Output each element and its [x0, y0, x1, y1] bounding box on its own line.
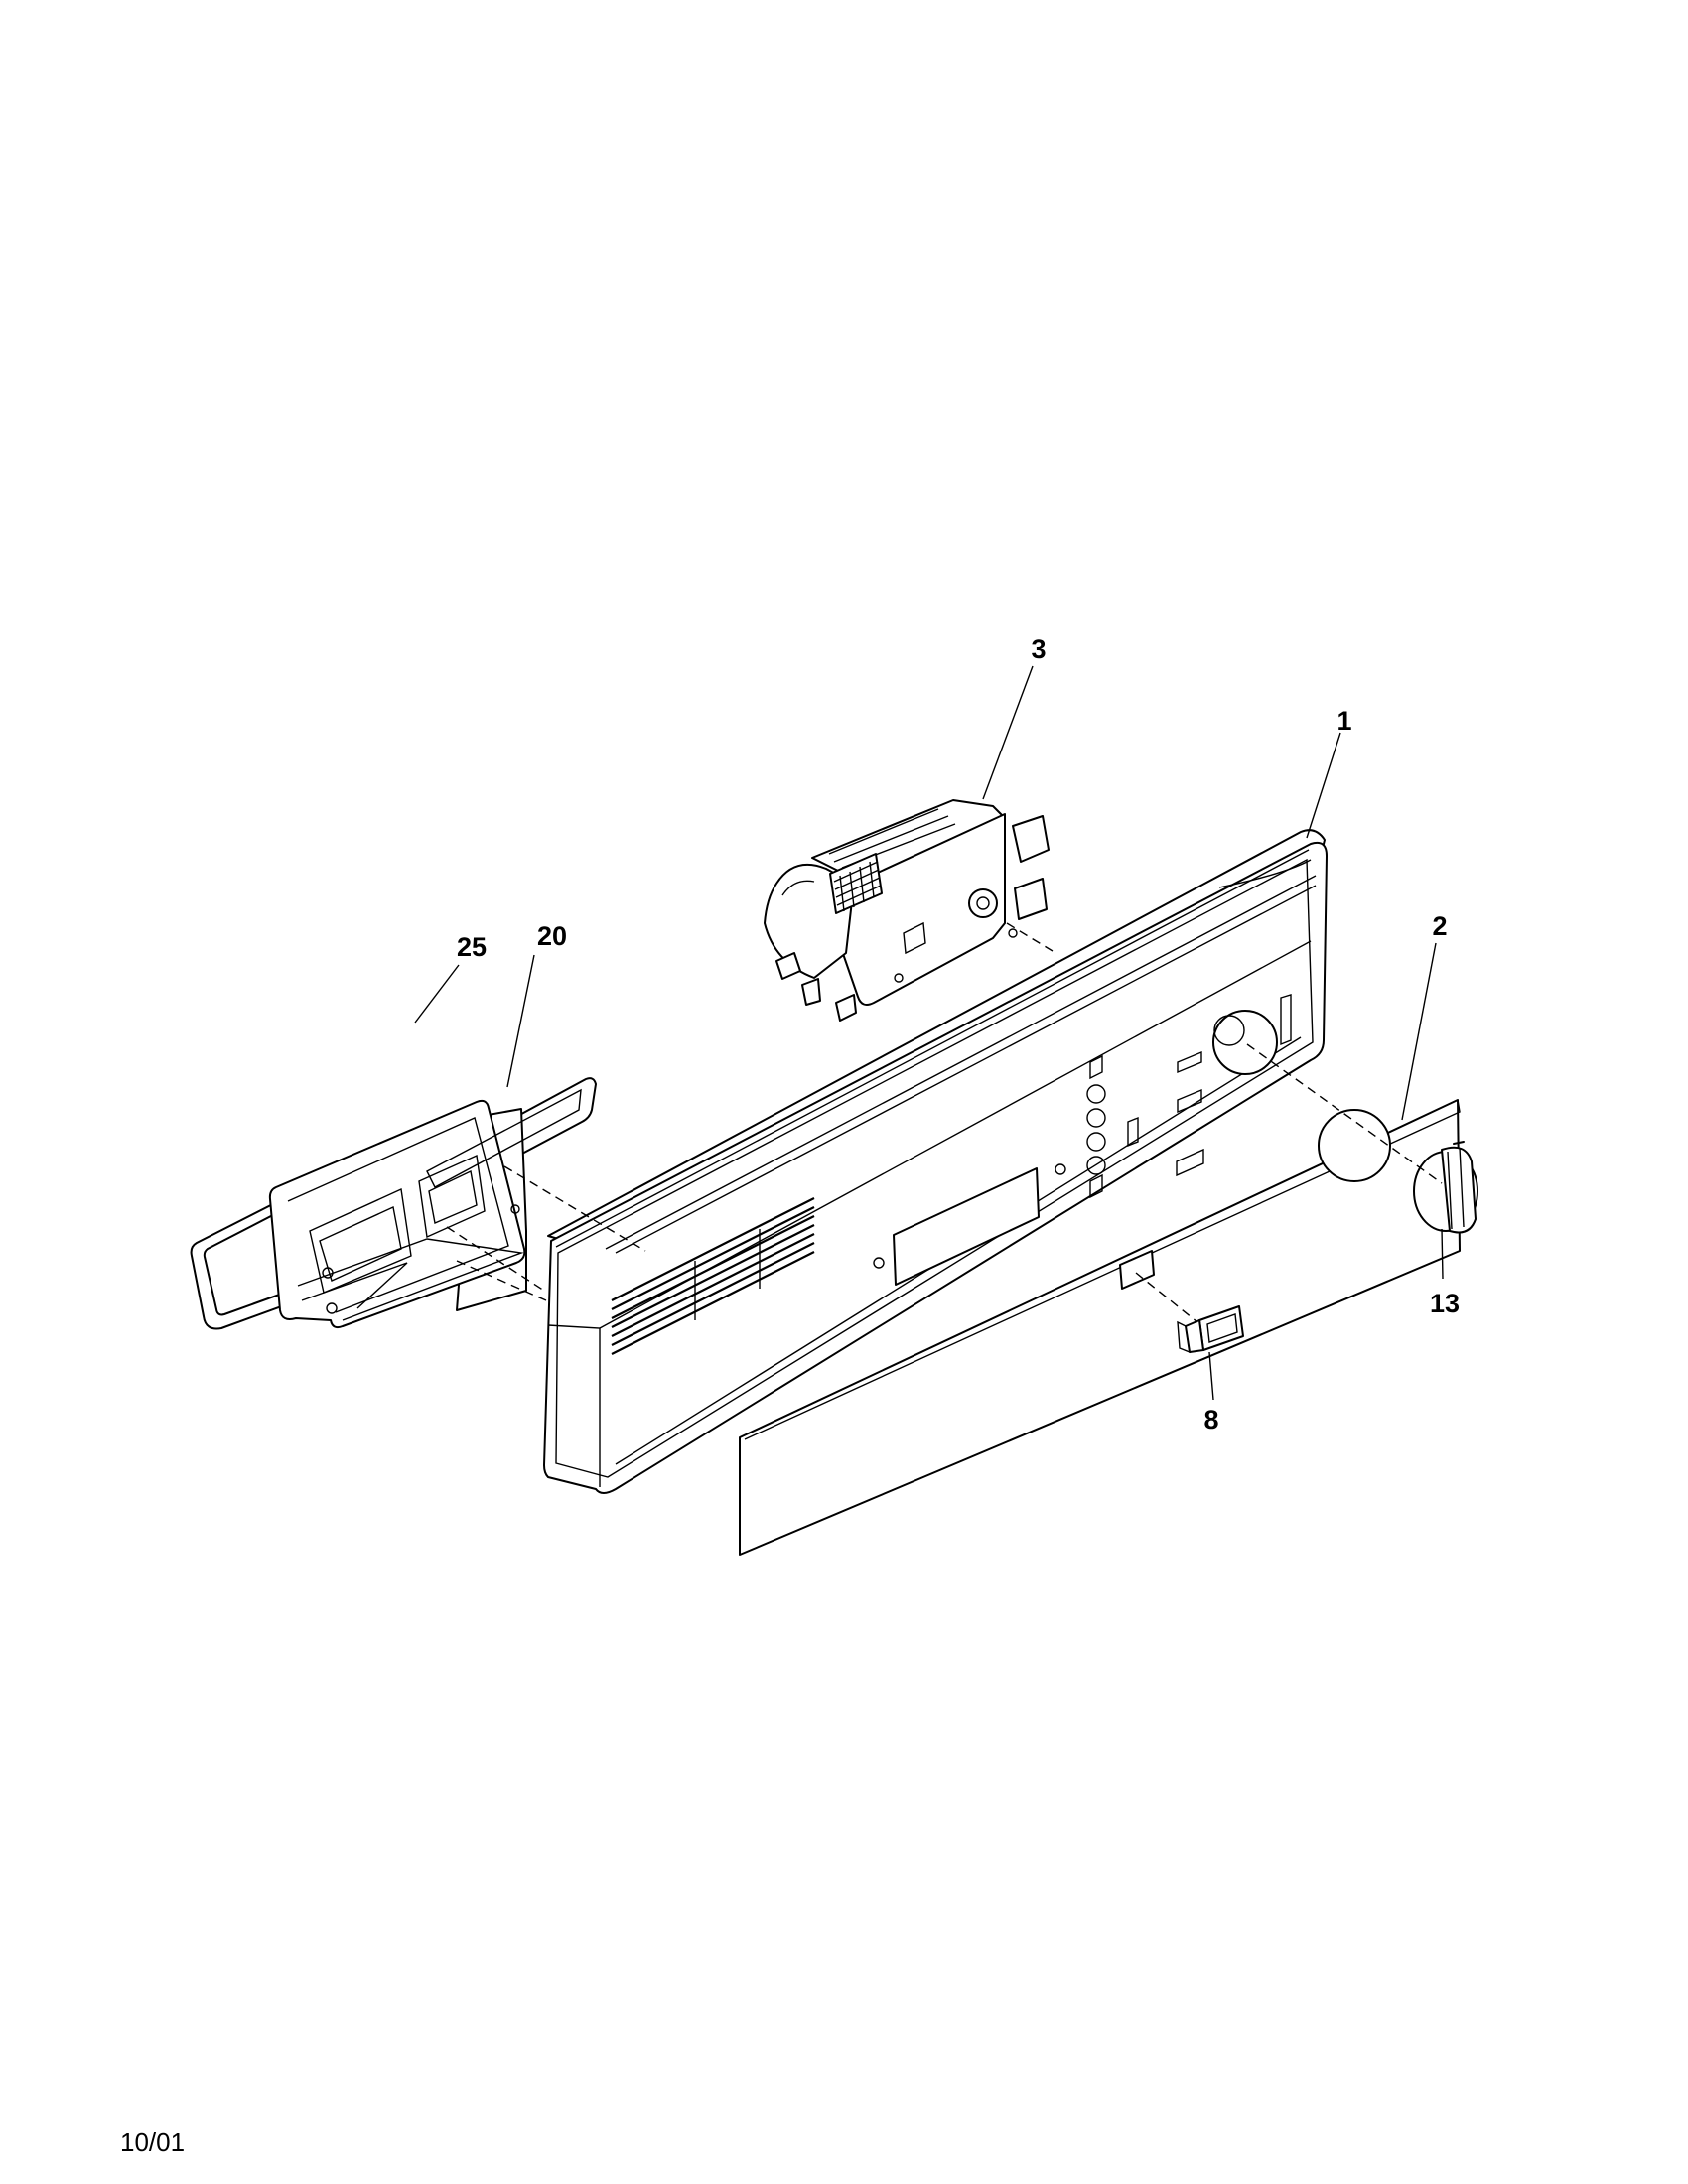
- panel-buttons: [1086, 1054, 1139, 1199]
- callout-3: 3: [1031, 634, 1046, 664]
- callout-25: 25: [457, 932, 487, 962]
- callout-13: 13: [1430, 1289, 1460, 1318]
- vent-grille: [611, 1197, 815, 1355]
- callout-1: 1: [1336, 706, 1351, 736]
- switch-part-8: [1177, 1305, 1244, 1354]
- vent-housing-part-20: [268, 1077, 597, 1329]
- callout-8: 8: [1203, 1405, 1218, 1434]
- timer-part-3: [764, 799, 1050, 1022]
- assembly-lines: [446, 922, 1443, 1323]
- revision-date: 10/01: [120, 2127, 186, 2157]
- callout-20: 20: [537, 921, 567, 951]
- control-panel-part-1: [543, 829, 1328, 1494]
- callout-2: 2: [1432, 911, 1447, 941]
- leader-lines: [414, 665, 1444, 1401]
- knob-part-13: [1413, 1141, 1478, 1234]
